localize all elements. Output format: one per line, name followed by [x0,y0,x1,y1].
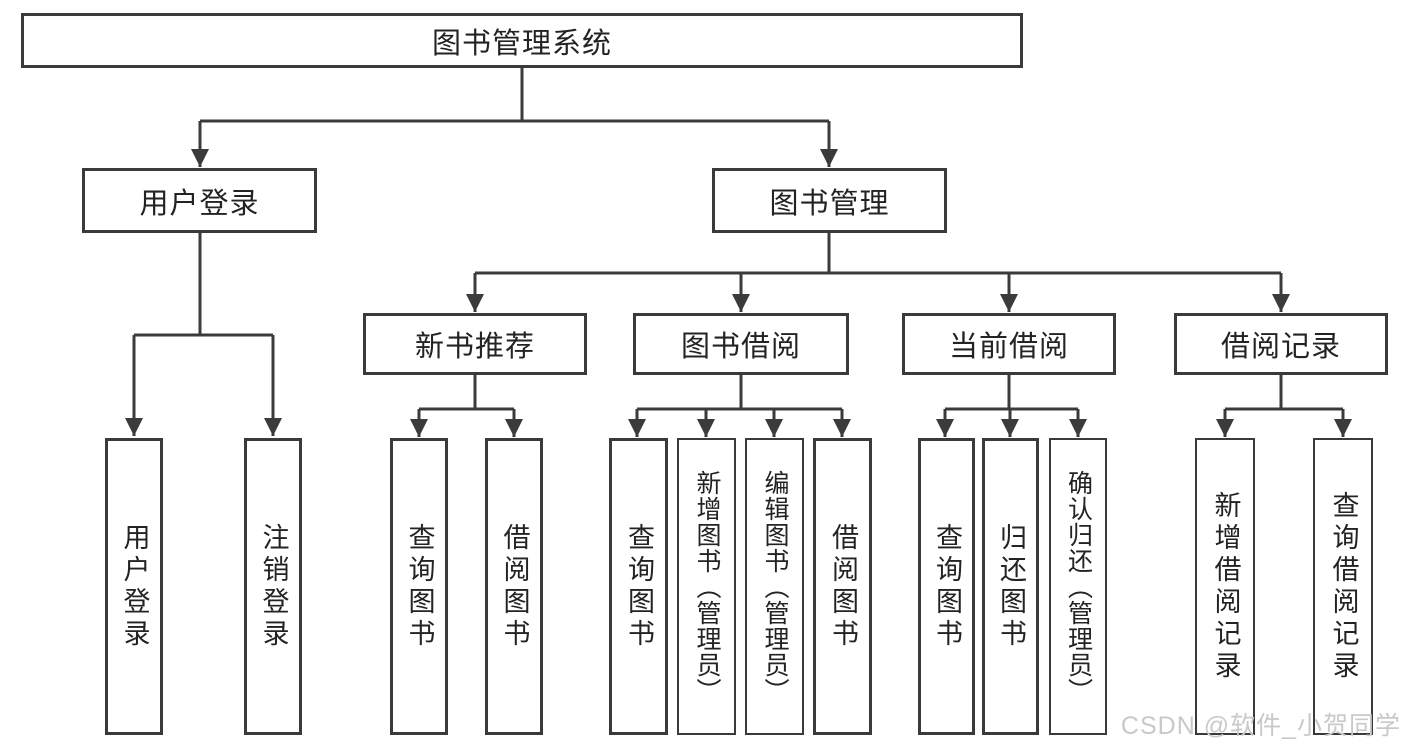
node-user-login-leaf: 用户登录 [105,438,163,735]
node-bb-add-books-admin: 新增图书（管理员） [677,438,736,735]
node-book-management: 图书管理 [712,168,947,233]
node-br-add-record: 新增借阅记录 [1195,438,1255,735]
node-new-book-recommend: 新书推荐 [363,313,587,375]
node-current-borrow: 当前借阅 [902,313,1116,375]
watermark-text: CSDN @软件_小贺同学 [1120,712,1401,740]
node-logout-leaf: 注销登录 [244,438,302,735]
node-library-system: 图书管理系统 [21,13,1023,68]
node-bb-borrow-books: 借阅图书 [813,438,872,735]
node-nb-borrow-books: 借阅图书 [485,438,543,735]
node-br-query-record: 查询借阅记录 [1313,438,1373,735]
node-cb-query-books: 查询图书 [918,438,975,735]
node-cb-return-books: 归还图书 [982,438,1039,735]
node-nb-query-books: 查询图书 [390,438,448,735]
node-borrow-records: 借阅记录 [1174,313,1388,375]
node-book-borrow: 图书借阅 [633,313,849,375]
node-bb-query-books: 查询图书 [609,438,668,735]
node-user-login: 用户登录 [82,168,317,233]
node-bb-edit-books-admin: 编辑图书（管理员） [745,438,804,735]
node-cb-confirm-return-admin: 确认归还（管理员） [1049,438,1107,735]
